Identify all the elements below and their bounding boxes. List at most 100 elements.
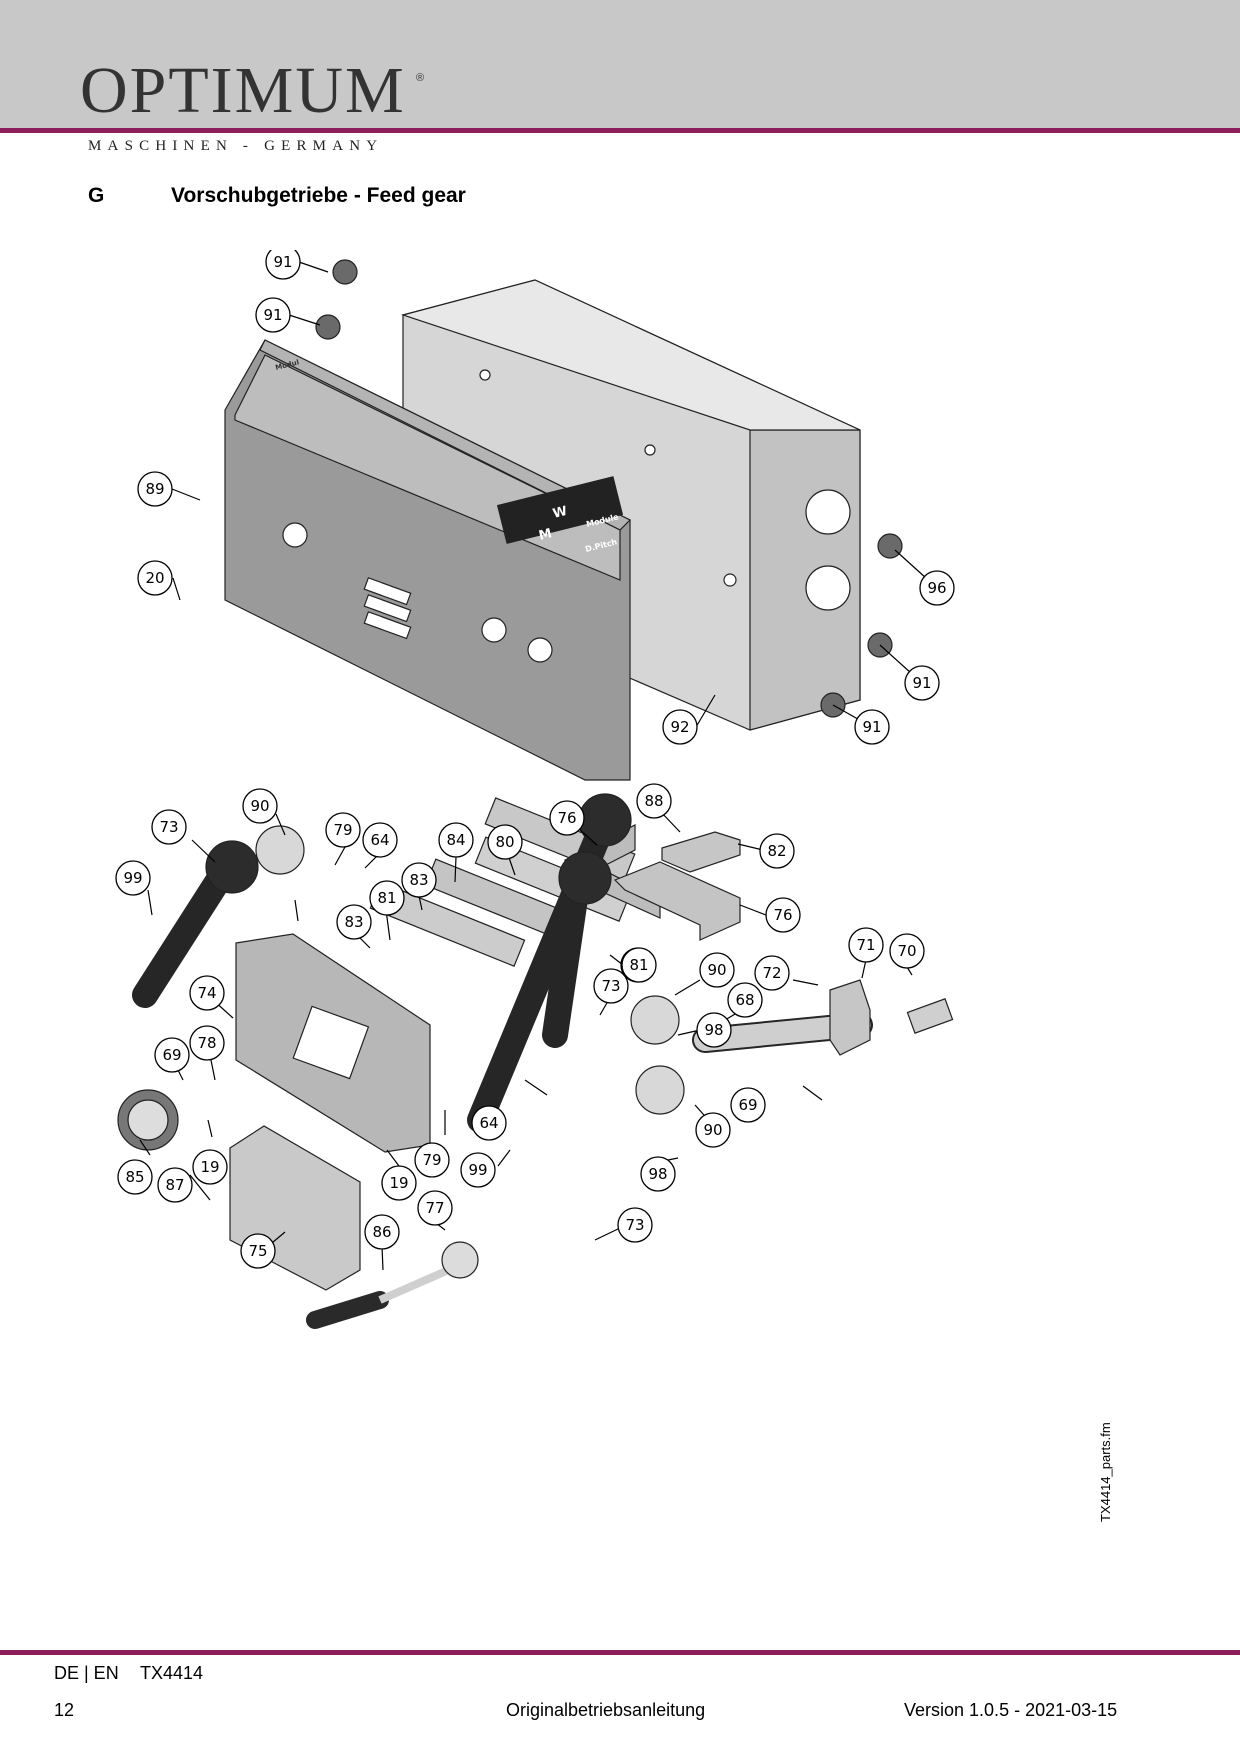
part-callout-91: 91 [255, 297, 291, 333]
clamp-lever-hub [578, 793, 632, 847]
part-number-label: 76 [557, 809, 576, 827]
part-number-label: 91 [263, 306, 282, 324]
part-callout-79: 79 [414, 1142, 450, 1178]
part-callout-83: 83 [401, 862, 437, 898]
optimum-logo: OPTIMUM [80, 54, 406, 127]
housing-top-face [400, 279, 861, 431]
part-callout-69: 69 [730, 1087, 766, 1123]
plug-screw [332, 259, 358, 285]
lever-hub-bushing [255, 825, 305, 875]
part-number-label: 81 [377, 889, 396, 907]
part-number-label: 82 [767, 842, 786, 860]
part-number-label: 80 [495, 833, 514, 851]
selector-arm [829, 979, 871, 1056]
part-number-label: 76 [773, 906, 792, 924]
part-callout-92: 92 [662, 709, 698, 745]
footer-page-number: 12 [54, 1700, 75, 1720]
part-callout-74: 74 [189, 975, 225, 1011]
part-callout-64: 64 [471, 1105, 507, 1141]
housing-bore [805, 565, 851, 611]
part-callout-82: 82 [759, 833, 795, 869]
part-callout-64: 64 [362, 822, 398, 858]
part-number-label: 77 [425, 1199, 444, 1217]
part-callout-75: 75 [240, 1233, 276, 1269]
feed-table-label [496, 476, 624, 544]
section-letter: G [88, 184, 105, 207]
part-callout-73: 73 [593, 968, 629, 1004]
registered-mark: ® [416, 72, 425, 84]
part-callout-96: 96 [919, 570, 955, 606]
clamp-lever-hub [558, 851, 612, 905]
plug-screw [315, 314, 341, 340]
part-callout-70: 70 [889, 933, 925, 969]
part-callout-91: 91 [265, 244, 301, 280]
part-callout-76: 76 [549, 800, 585, 836]
part-callout-72: 72 [754, 955, 790, 991]
ball-knob [441, 1241, 479, 1279]
panel-label: M [537, 526, 553, 544]
shift-fork-small [661, 831, 741, 873]
part-callout-90: 90 [695, 1112, 731, 1148]
cover-slot [363, 611, 412, 640]
part-number-label: 99 [468, 1161, 487, 1179]
part-callout-91: 91 [854, 709, 890, 745]
part-number-label: 98 [704, 1021, 723, 1039]
footer-model: TX4414 [140, 1663, 204, 1683]
part-number-label: 83 [409, 871, 428, 889]
lever-hub-bushing [630, 995, 680, 1045]
part-callout-98: 98 [640, 1156, 676, 1192]
part-number-label: 88 [644, 792, 663, 810]
plug-screw [877, 533, 903, 559]
part-number-label: 72 [762, 964, 781, 982]
part-number-label: 73 [601, 977, 620, 995]
clamp-lever-handle [542, 865, 591, 1048]
part-callout-78: 78 [189, 1025, 225, 1061]
part-callout-19: 19 [381, 1165, 417, 1201]
part-callout-90: 90 [242, 788, 278, 824]
clamp-lever-handle [132, 857, 238, 1008]
header-band [0, 0, 1240, 128]
part-number-label: 69 [162, 1046, 181, 1064]
part-callout-86: 86 [364, 1214, 400, 1250]
part-number-label: 74 [197, 984, 216, 1002]
part-number-label: 20 [145, 569, 164, 587]
part-number-label: 91 [273, 253, 292, 271]
part-callout-19: 19 [192, 1149, 228, 1185]
part-number-label: 73 [625, 1216, 644, 1234]
plate-window [292, 1005, 370, 1080]
part-number-label: 84 [446, 831, 465, 849]
cover-hole [282, 522, 308, 548]
part-number-label: 71 [856, 936, 875, 954]
part-callout-91: 91 [904, 665, 940, 701]
part-number-label: 73 [159, 818, 178, 836]
part-number-label: 87 [165, 1176, 184, 1194]
part-callout-89: 89 [137, 471, 173, 507]
file-label: TX4414_parts.fm [1098, 1422, 1113, 1522]
footer-language: DE | EN [54, 1663, 119, 1683]
housing-hole [644, 444, 656, 456]
part-callout-99: 99 [115, 860, 151, 896]
cover-slot [363, 577, 412, 606]
footer-rule [0, 1650, 1240, 1655]
part-number-label: 90 [250, 797, 269, 815]
part-number-label: 89 [145, 480, 164, 498]
part-callout-77: 77 [417, 1190, 453, 1226]
part-number-label: 64 [479, 1114, 498, 1132]
part-callout-83: 83 [336, 904, 372, 940]
housing-hole [723, 573, 737, 587]
part-callout-81: 81 [369, 880, 405, 916]
part-callout-69: 69 [154, 1037, 190, 1073]
part-number-label: 92 [670, 718, 689, 736]
part-callout-84: 84 [438, 822, 474, 858]
lever-hub-bushing [635, 1065, 685, 1115]
part-number-label: 81 [629, 956, 648, 974]
part-number-label: 91 [912, 674, 931, 692]
selector-pin [906, 998, 954, 1034]
part-number-label: 91 [862, 718, 881, 736]
cover-slot [363, 594, 412, 623]
part-callout-90: 90 [699, 952, 735, 988]
logo-tagline: MASCHINEN - GERMANY [88, 138, 384, 154]
part-number-label: 75 [248, 1242, 267, 1260]
part-callout-87: 87 [157, 1167, 193, 1203]
